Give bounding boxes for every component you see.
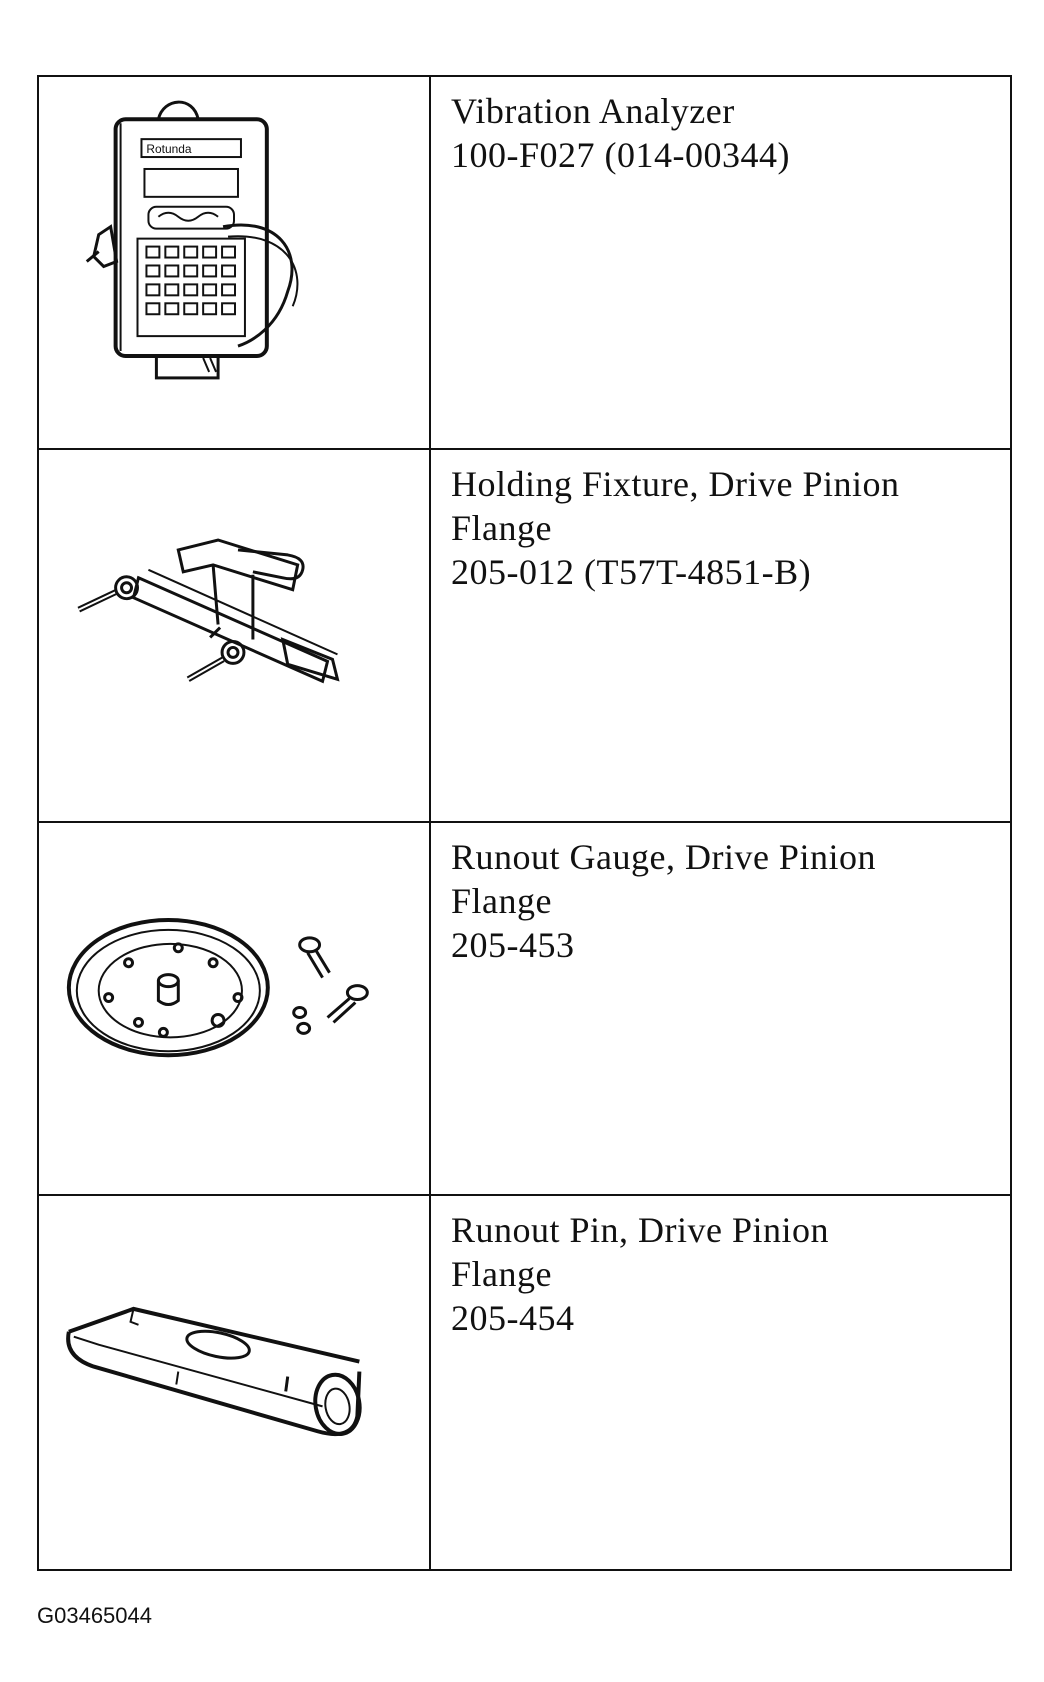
tool-number: 205-453 (451, 925, 575, 965)
holding-fixture-icon (77, 538, 340, 684)
runout-gauge-icon (66, 917, 369, 1058)
tool-name: Runout Pin, Drive Pinion (451, 1210, 830, 1250)
tool-illustration-cell (39, 1196, 431, 1569)
tool-description-cell: Runout Gauge, Drive Pinion Flange 205-45… (431, 823, 1010, 1196)
special-tools-table: Rotunda Vibration Analyze (37, 75, 1012, 1571)
vibration-analyzer-icon: Rotunda (85, 100, 299, 380)
tool-description-cell: Runout Pin, Drive Pinion Flange 205-454 (431, 1196, 1010, 1569)
device-brand-label: Rotunda (146, 142, 191, 156)
tool-description-cell: Vibration Analyzer 100-F027 (014-00344) (431, 77, 1010, 450)
tool-illustration-cell (39, 823, 431, 1196)
tool-name: Holding Fixture, Drive Pinion (451, 464, 900, 504)
tool-name-continued: Flange (451, 881, 552, 921)
tool-name-continued: Flange (451, 1254, 552, 1294)
figure-code: G03465044 (37, 1603, 152, 1628)
tool-number: 205-012 (T57T-4851-B) (451, 552, 812, 592)
tool-number: 205-454 (451, 1298, 575, 1338)
tool-illustration-cell: Rotunda (39, 77, 431, 450)
tool-illustration-cell (39, 450, 431, 823)
tool-description-cell: Holding Fixture, Drive Pinion Flange 205… (431, 450, 1010, 823)
runout-pin-icon (66, 1306, 362, 1437)
tool-number: 100-F027 (014-00344) (451, 135, 790, 175)
tool-name: Vibration Analyzer (451, 91, 735, 131)
tool-name: Runout Gauge, Drive Pinion (451, 837, 876, 877)
tool-name-continued: Flange (451, 508, 552, 548)
